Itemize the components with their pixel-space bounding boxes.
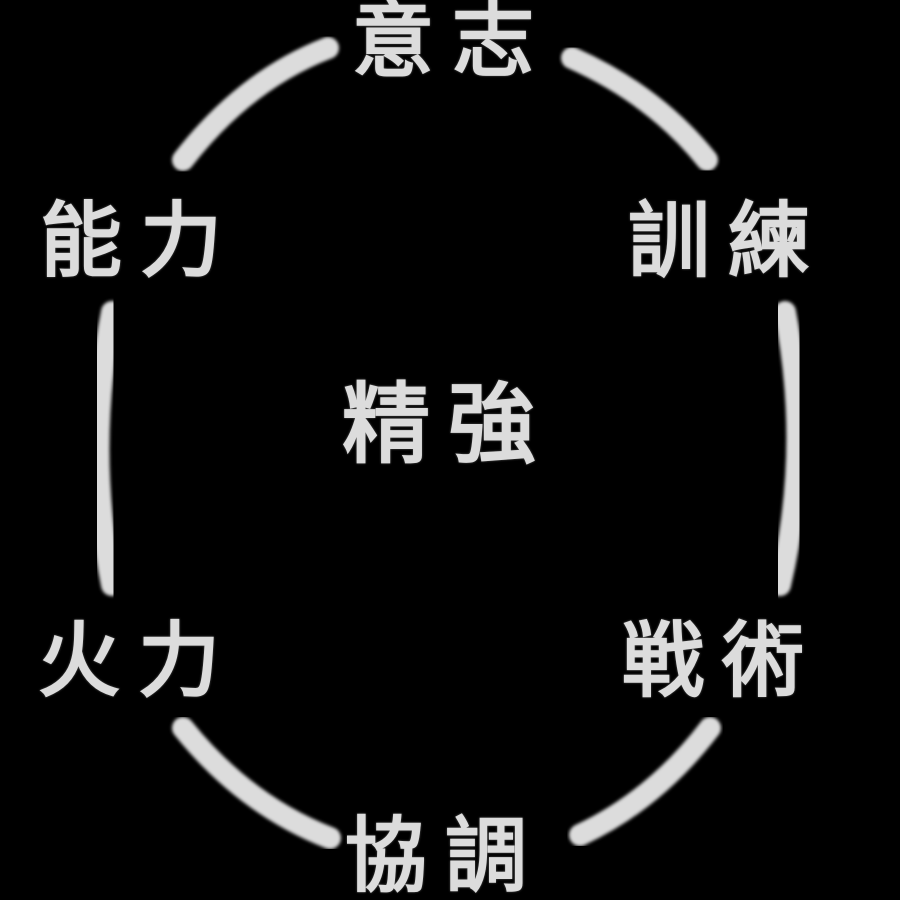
node-label-bottom: 協調 <box>345 808 546 900</box>
node-label-bottom-right: 戦術 <box>622 613 823 709</box>
node-label-bottom-left: 火力 <box>38 613 239 709</box>
ring-arc-left <box>87 301 123 596</box>
center-label: 精強 <box>342 372 555 476</box>
ring-arc-top-right <box>561 47 718 171</box>
ring-arc-bottom-right <box>569 717 721 846</box>
node-label-top-left: 能力 <box>40 193 241 289</box>
node-label-top-right: 訓練 <box>628 193 829 289</box>
ring-arc-right <box>769 301 809 596</box>
ring-arc-bottom-left <box>172 717 341 849</box>
node-label-top: 意志 <box>352 0 553 89</box>
ring-arc-top-left <box>172 37 339 171</box>
